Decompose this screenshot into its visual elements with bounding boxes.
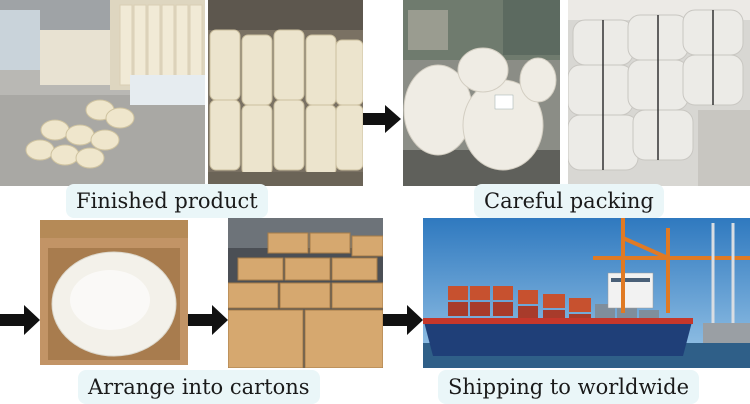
- arrow-right-icon: [0, 305, 40, 335]
- caption-shipping-to-worldwide: Shipping to worldwide: [438, 370, 700, 404]
- arrow-right-icon: [383, 305, 423, 335]
- photo-careful-packing-bales: [403, 0, 560, 186]
- photo-container-ship: [423, 218, 750, 368]
- photo-finished-product-bundles: [0, 0, 205, 186]
- caption-arrange-into-cartons: Arrange into cartons: [78, 370, 320, 404]
- arrow-right-icon: [188, 305, 228, 335]
- photo-careful-packing-strapped: [568, 0, 750, 186]
- photo-carton-with-bale: [40, 220, 188, 365]
- caption-careful-packing: Careful packing: [474, 184, 664, 218]
- arrow-right-icon: [363, 105, 401, 133]
- photo-finished-product-stack: [208, 0, 363, 186]
- photo-stacked-cartons: [228, 218, 383, 368]
- caption-finished-product: Finished product: [66, 184, 268, 218]
